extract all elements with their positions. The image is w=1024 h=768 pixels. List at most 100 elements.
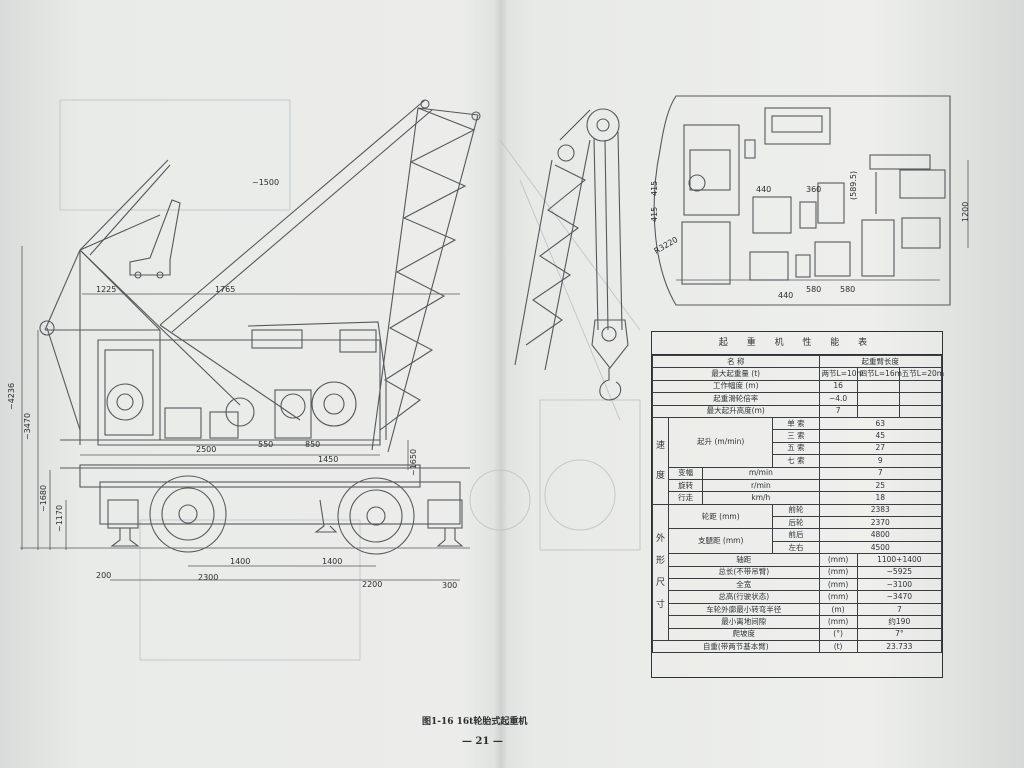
cell-value: 63 [818, 416, 943, 431]
dim-label: 1450 [318, 455, 338, 464]
row-unit: (m) [818, 602, 858, 617]
row-unit: km/h [702, 491, 820, 505]
row-label: 单 索 [772, 416, 820, 431]
row-label: 左右 [772, 540, 820, 555]
row-unit: r/min [702, 478, 820, 493]
row-unit: (mm) [818, 578, 858, 592]
size-group-label: 外形尺寸 [651, 503, 670, 641]
cell-value: 2370 [818, 516, 943, 530]
dim-label: ~4236 [7, 383, 16, 410]
dim-label: 300 [442, 581, 457, 590]
row-label: 前后 [772, 528, 820, 542]
cell-value: 1100+1400 [856, 553, 943, 567]
row-label: 最大起重量 (t) [652, 367, 820, 381]
table-row: 三 索 45 [653, 429, 943, 443]
row-label: 全宽 [668, 578, 820, 592]
row-label: 爬坡度 [668, 627, 820, 642]
row-label: 后轮 [772, 516, 820, 530]
table-row: 左右 4500 [653, 540, 943, 555]
speed-group-label: 速度 [651, 416, 670, 505]
cell-value [898, 379, 943, 394]
dim-label: (589.5) [849, 171, 858, 200]
cell-value: 27 [818, 441, 943, 456]
cell-value: 4500 [818, 540, 943, 555]
row-label: 变幅 [668, 466, 704, 480]
base-label: 支腿距 (mm) [668, 528, 774, 555]
table-row: 最大起重量 (t) 两节L=10m 四节L=16m 五节L=20m [652, 367, 944, 381]
cell-value: 约190 [856, 615, 943, 629]
track-label: 轮距 (mm) [668, 503, 774, 530]
cell-value [856, 404, 900, 418]
lift-label: 起升 (m/min) [668, 416, 774, 468]
name-header: 名 称 [652, 354, 820, 369]
dim-label: 550 [258, 440, 273, 449]
cell-value: 五节L=20m [898, 367, 944, 381]
page-number: — 21 — [462, 736, 503, 747]
dim-label: 850 [305, 440, 320, 449]
dim-label: ~1500 [252, 178, 279, 187]
cell-value: 45 [818, 429, 943, 443]
boom-header: 起重臂长度 [818, 354, 943, 369]
row-label: 起重滑轮倍率 [652, 392, 820, 406]
row-label: 总长(不带吊臂) [668, 565, 820, 580]
row-unit: (mm) [818, 590, 858, 604]
row-label: 总高(行驶状态) [668, 590, 820, 604]
boom-head-detail [514, 108, 629, 401]
table-row: 爬坡度 (°) 7° [653, 627, 943, 642]
dim-label: 2200 [362, 580, 382, 589]
cell-value: 7 [818, 404, 858, 418]
row-label: 七 索 [772, 454, 820, 468]
bleed-through [59, 99, 641, 661]
cell-value: ~4.0 [818, 392, 858, 406]
table-row: 速度 起升 (m/min) 单 索 63 [651, 416, 943, 505]
dim-label: 440 [756, 185, 771, 194]
cell-value: ~3470 [856, 590, 943, 604]
plan-view [653, 95, 969, 306]
cell-value: 16 [818, 379, 858, 394]
dim-label: 200 [96, 571, 111, 580]
table-row: 外形尺寸 轮距 (mm) 前轮 2383 [651, 503, 943, 641]
table-row: 总长(不带吊臂) (mm) ~5925 [653, 565, 943, 580]
side-view-dimensions: ~1500 1225 1765 ~4236 ~3470 ~1680 ~1170 … [7, 178, 457, 590]
row-unit: (mm) [818, 565, 858, 580]
dim-label: ~1680 [39, 485, 48, 512]
spec-grid: 名 称 起重臂长度 最大起重量 (t) 两节L=10m 四节L=16m 五节L=… [651, 354, 944, 654]
cell-value: 两节L=10m [818, 367, 864, 381]
dim-label: 360 [806, 185, 821, 194]
dim-label: ~3470 [23, 413, 32, 440]
row-label: 工作幅度 (m) [652, 379, 820, 394]
dim-label: ~1650 [409, 449, 418, 476]
cell-value [856, 379, 900, 394]
row-unit: (t) [818, 639, 858, 654]
row-label: 五 索 [772, 441, 820, 456]
row-label: 前轮 [772, 503, 820, 518]
cell-value: 18 [818, 491, 943, 505]
table-row: 后轮 2370 [653, 516, 943, 530]
table-row: 七 索 9 [653, 454, 943, 468]
table-row: 轴距 (mm) 1100+1400 [653, 553, 943, 567]
row-unit: (mm) [818, 553, 858, 567]
dim-label: 2300 [198, 573, 218, 582]
row-unit: (°) [818, 627, 858, 642]
cell-value: 7 [856, 602, 943, 617]
spec-table: 起 重 机 性 能 表 名 称 起重臂长度 最大起重量 (t) 两节L=10m … [651, 331, 944, 678]
row-label: 最小离地间隙 [668, 615, 820, 629]
table-row: 全宽 (mm) ~3100 [653, 578, 943, 592]
row-label: 轴距 [668, 553, 820, 567]
table-row: 起重滑轮倍率 ~4.0 [652, 392, 943, 406]
cell-value: 25 [818, 478, 943, 493]
row-label: 旋转 [668, 478, 704, 493]
table-row: 名 称 起重臂长度 [652, 354, 943, 369]
spec-table-title: 起 重 机 性 能 表 [652, 332, 942, 355]
row-unit: m/min [702, 466, 820, 480]
row-label: 车轮外廓最小转弯半径 [668, 602, 820, 617]
table-row: 行走 km/h 18 [653, 491, 943, 505]
dim-label: 415 [650, 181, 659, 196]
page-fold [494, 0, 508, 768]
table-row: 变幅 m/min 7 [653, 466, 943, 480]
dim-label: 1400 [322, 557, 342, 566]
row-label: 最大起升高度(m) [652, 404, 820, 418]
dim-label: 580 [806, 285, 821, 294]
cell-value: 2383 [818, 503, 943, 518]
